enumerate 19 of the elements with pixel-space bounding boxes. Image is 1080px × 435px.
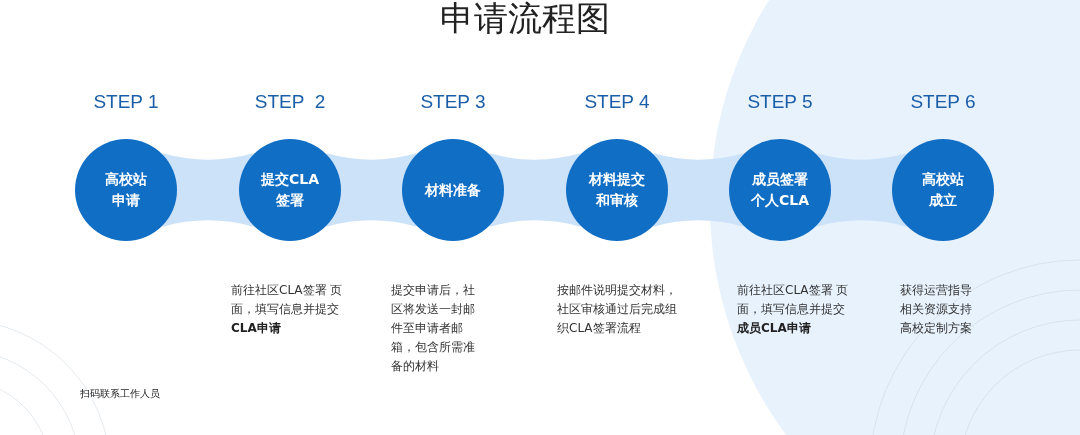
step-name: 材料提交和审核 xyxy=(588,170,646,210)
step-description: 提交申请后，社区将发送一封邮件至申请者邮箱，包含所需准备的材料 xyxy=(391,282,476,375)
step-name: 成员签署个人CLA xyxy=(750,170,810,210)
step-number: STEP 4 xyxy=(583,91,651,113)
step-number: STEP 2 xyxy=(253,91,327,113)
step-number: STEP 1 xyxy=(92,91,160,113)
diagram-title: 申请流程图 xyxy=(439,0,611,40)
step-number: STEP 6 xyxy=(909,91,977,113)
step-description: 获得运营指导相关资源支持高校定制方案 xyxy=(900,282,973,337)
qr-caption: 扫码联系工作人员 xyxy=(80,387,160,401)
step-name: 高校站成立 xyxy=(921,170,965,210)
step-description: 按邮件说明提交材料，社区审核通过后完成组织CLA签署流程 xyxy=(557,282,678,337)
step-description: 前往社区CLA签署 页面，填写信息并提交CLA申请 xyxy=(231,282,343,337)
step-number: STEP 5 xyxy=(746,91,814,113)
step-name: 高校站申请 xyxy=(104,170,148,210)
step-number: STEP 3 xyxy=(419,91,487,113)
step-description: 前往社区CLA签署 页面，填写信息并提交成员CLA申请 xyxy=(737,282,849,337)
step-name: 提交CLA签署 xyxy=(260,170,320,210)
step-name: 材料准备 xyxy=(424,180,482,200)
